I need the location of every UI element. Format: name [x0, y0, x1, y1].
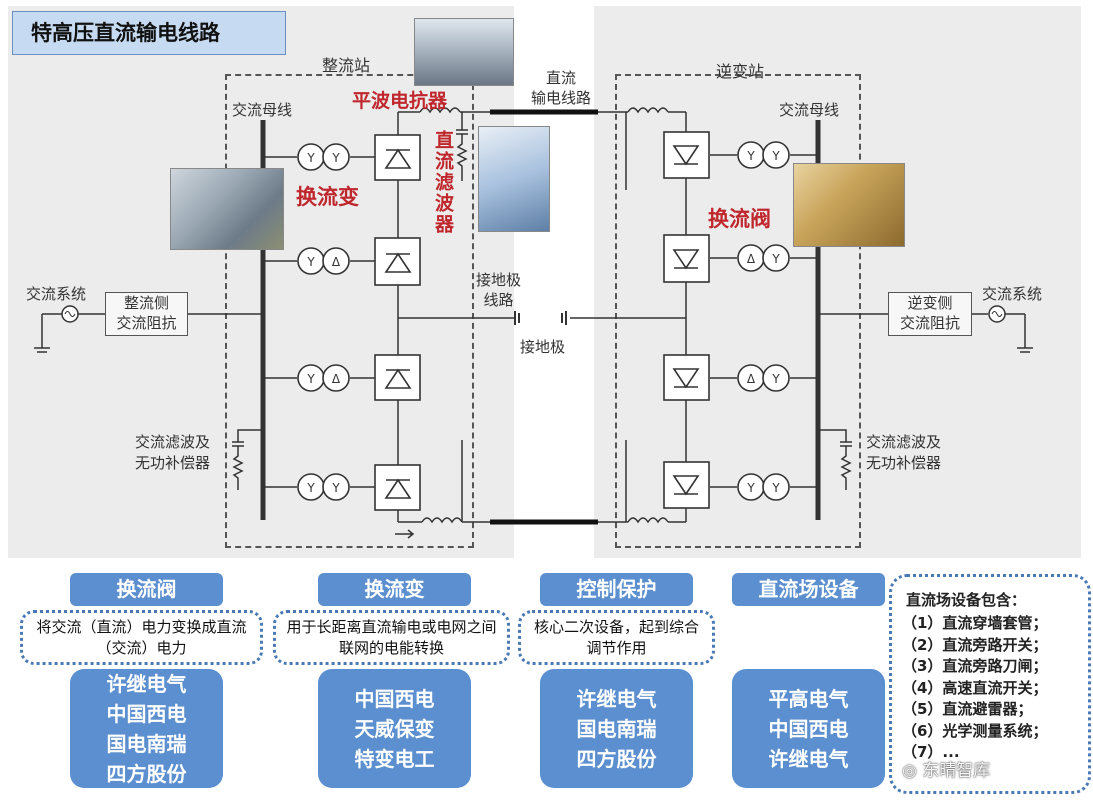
svg-text:Y: Y — [306, 255, 315, 269]
inverter-station-label: 逆变站 — [716, 62, 765, 81]
svg-text:Y: Y — [771, 481, 780, 495]
watermark: ◎ 东晴智库 — [902, 756, 990, 781]
inverter-ac-impedance: 逆变侧 交流阻抗 — [888, 292, 972, 336]
dc-field-equipment-list: 直流场设备包含： （1）直流穿墙套管； （2）直流旁路开关； （3）直流旁路刀闸… — [889, 574, 1091, 794]
company-list-converter-transformer: 中国西电 天威保变 特变电工 — [318, 669, 471, 788]
svg-text:Y: Y — [746, 481, 755, 495]
company-item: 特变电工 — [354, 746, 435, 771]
company-item: 国电南瑞 — [106, 731, 187, 756]
ac-filter-right-label: 交流滤波及 无功补偿器 — [866, 432, 941, 474]
ac-filter-right-line-2: 无功补偿器 — [866, 454, 942, 472]
svg-text:Y: Y — [306, 372, 315, 386]
equipment-symbols: Y Y Y Δ Y Δ Y Y Y Y Δ Y Δ Y Y Y — [297, 131, 790, 511]
electrode-label: 接地极 — [520, 338, 566, 356]
company-item: 中国西电 — [768, 716, 849, 741]
svg-text:Y: Y — [771, 252, 780, 266]
company-list-converter-valve: 许继电气 中国西电 国电南瑞 四方股份 — [70, 669, 223, 788]
electrode-line-label-1: 接地极 — [476, 271, 522, 289]
list-item: （6）光学测量系统； — [902, 721, 1048, 740]
svg-text:Δ: Δ — [747, 252, 756, 266]
ac-system-left-label: 交流系统 — [26, 285, 87, 303]
list-item: （7）... — [902, 743, 960, 761]
ac-filter-left-line-1: 交流滤波及 — [135, 433, 211, 451]
inverter-station-frame — [615, 74, 861, 548]
company-item: 国电南瑞 — [576, 716, 657, 741]
svg-text:Δ: Δ — [747, 372, 756, 386]
rectifier-station-label: 整流站 — [322, 56, 371, 75]
svg-text:Y: Y — [331, 481, 340, 495]
svg-text:Y: Y — [771, 149, 780, 163]
converter-transformer-photo — [170, 168, 284, 250]
dc-filter-label: 直流滤波器 — [432, 130, 454, 235]
rectifier-ac-impedance: 整流侧 交流阻抗 — [105, 292, 188, 336]
watermark-icon: ◎ — [902, 761, 923, 781]
category-desc-converter-transformer: 用于长距离直流输电或电网之间联网的电能转换 — [273, 610, 510, 665]
svg-text:Δ: Δ — [332, 372, 341, 386]
converter-valve-photo — [793, 163, 905, 247]
category-header-converter-transformer: 换流变 — [318, 573, 471, 606]
list-item: （1）直流穿墙套管； — [902, 614, 1048, 632]
transformer-1 — [297, 143, 350, 171]
inverter-impedance-line-1: 逆变侧 — [907, 294, 953, 312]
svg-text:Y: Y — [331, 151, 340, 165]
category-desc-control-protection: 核心二次设备，起到综合调节作用 — [518, 610, 715, 665]
list-item: （4）高速直流开关； — [902, 678, 1048, 697]
company-item: 四方股份 — [106, 761, 187, 786]
electrode-line-label-2: 线路 — [483, 291, 514, 309]
dc-line-label-1: 直流 — [546, 69, 577, 87]
ac-filter-right-line-1: 交流滤波及 — [866, 433, 942, 451]
ac-system-right-label: 交流系统 — [982, 285, 1043, 303]
converter-transformer-label: 换流变 — [296, 184, 359, 209]
company-item: 许继电气 — [768, 746, 849, 771]
list-item: （2）直流旁路开关； — [902, 635, 1048, 654]
dc-field-items: （1）直流穿墙套管； （2）直流旁路开关； （3）直流旁路刀闸； （4）高速直流… — [902, 613, 1047, 764]
page-title: 特高压直流输电线路 — [12, 11, 286, 55]
station-photo — [414, 18, 514, 86]
converter-valve-label: 换流阀 — [708, 206, 771, 231]
ac-bus-right-label: 交流母线 — [779, 101, 840, 119]
watermark-text: 东晴智库 — [922, 761, 991, 781]
company-item: 中国西电 — [106, 701, 187, 726]
ac-bus-left-label: 交流母线 — [232, 101, 293, 119]
smoothing-reactor-label: 平波电抗器 — [352, 90, 448, 112]
company-item: 许继电气 — [106, 671, 187, 696]
rectifier-impedance-line-1: 整流侧 — [123, 294, 169, 312]
category-header-control-protection: 控制保护 — [540, 573, 693, 606]
category-header-dc-field: 直流场设备 — [732, 573, 885, 606]
electrode-line-label: 接地极 线路 — [476, 270, 521, 310]
company-list-control-protection: 许继电气 国电南瑞 四方股份 — [540, 669, 693, 788]
dc-field-list-title: 直流场设备包含： — [906, 591, 1027, 609]
company-item: 天威保变 — [354, 716, 435, 741]
company-item: 平高电气 — [768, 686, 849, 711]
rectifier-impedance-line-2: 交流阻抗 — [116, 314, 177, 332]
ac-filter-left-line-2: 无功补偿器 — [135, 454, 211, 472]
svg-text:Y: Y — [746, 149, 755, 163]
company-item: 许继电气 — [576, 686, 657, 711]
svg-text:Y: Y — [306, 481, 315, 495]
inverter-impedance-line-2: 交流阻抗 — [899, 314, 960, 332]
dc-line-label-2: 输电线路 — [531, 89, 592, 107]
category-desc-converter-valve: 将交流（直流）电力变换成直流（交流）电力 — [20, 610, 263, 665]
company-item: 中国西电 — [354, 686, 435, 711]
svg-text:Δ: Δ — [332, 255, 341, 269]
svg-text:Y: Y — [771, 372, 780, 386]
dc-filter-photo — [478, 126, 550, 232]
list-item: （3）直流旁路刀闸； — [902, 657, 1048, 675]
rectifier-station-frame — [225, 74, 474, 548]
category-header-converter-valve: 换流阀 — [70, 573, 223, 606]
company-list-dc-field: 平高电气 中国西电 许继电气 — [732, 669, 885, 788]
dc-line-label: 直流 输电线路 — [531, 68, 591, 108]
company-item: 四方股份 — [576, 746, 657, 771]
svg-text:Y: Y — [306, 151, 315, 165]
ac-filter-left-label: 交流滤波及 无功补偿器 — [135, 432, 210, 474]
list-item: （5）直流避雷器； — [902, 700, 1033, 718]
